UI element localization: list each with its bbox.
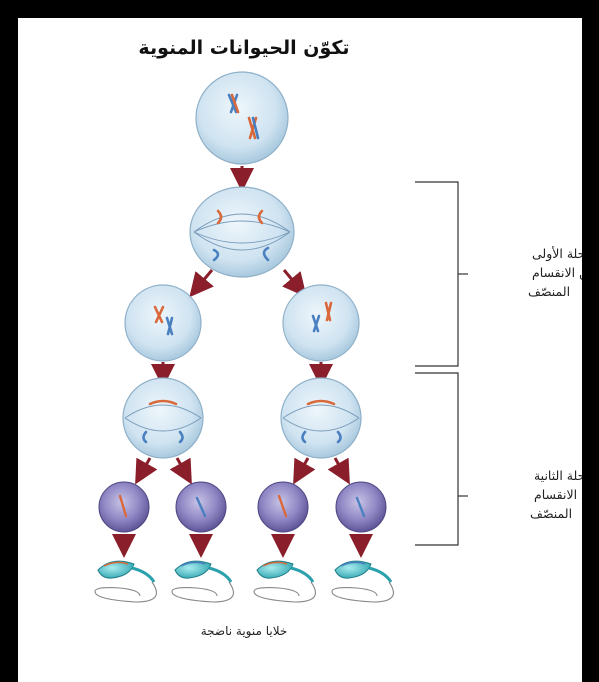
- arrow-icon: [284, 270, 299, 288]
- mature-sperm-caption: خلايا منوية ناضجة: [201, 624, 288, 639]
- spermatid-cell: [176, 482, 226, 532]
- spermatid-cell: [258, 482, 308, 532]
- diagram-title: تكوّن الحيوانات المنوية: [138, 37, 349, 59]
- arrow-icon: [177, 458, 186, 474]
- secondary-spermatocyte-left: [125, 285, 201, 361]
- sperm-cell: [254, 561, 315, 602]
- arrow-icon: [197, 270, 212, 288]
- sperm-cell: [95, 561, 156, 602]
- meiosis-two-label: المرحلة الثانية من الانقسام المنصّف: [530, 468, 582, 521]
- secondary-spermatocyte-right: [283, 285, 359, 361]
- meiosis-two-cell-right: [281, 378, 361, 458]
- primary-spermatocyte-cell: [196, 72, 288, 164]
- meiosis-one-label: المرحلة الأولى من الانقسام المنصّف: [528, 246, 582, 299]
- spermatid-cell: [336, 482, 386, 532]
- sperm-cell: [172, 561, 233, 602]
- meiosis-two-cell-left: [123, 378, 203, 458]
- meiosis-two-bracket: [415, 373, 468, 545]
- spermatogenesis-diagram: تكوّن الحيوانات المنوية: [18, 18, 582, 682]
- arrow-icon: [141, 458, 150, 474]
- meiosis-one-bracket: [415, 182, 468, 366]
- sperm-cell: [332, 561, 393, 602]
- spermatid-cell: [99, 482, 149, 532]
- diagram-canvas: تكوّن الحيوانات المنوية: [18, 18, 582, 682]
- arrow-icon: [335, 458, 344, 474]
- meiosis-one-cell: [190, 187, 294, 277]
- arrow-icon: [299, 458, 308, 474]
